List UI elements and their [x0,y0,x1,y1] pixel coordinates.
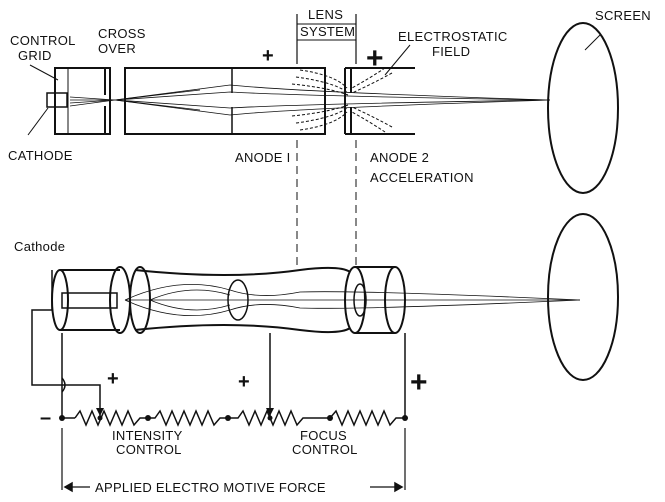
focus-resistor [228,409,330,427]
cross-over-label: CROSS [98,26,146,41]
applied-emf-label: APPLIED ELECTRO MOTIVE FORCE [95,480,326,495]
plus-focus-tap: + [238,371,250,393]
anode-1-cylinder [124,67,326,135]
focus-control-label: FOCUS [300,428,347,443]
supply-circuit [31,270,406,493]
cathode-element [46,92,68,108]
labels: CONTROL GRID CROSS OVER LENS SYSTEM ELEC… [8,7,651,495]
cathode-top-label: CATHODE [8,148,73,163]
screen-top [547,22,619,194]
electron-beam-top [69,84,551,116]
lens-system-label-2: SYSTEM [300,24,355,39]
plus-anode-1: + [262,45,274,67]
anode-2-label: ANODE 2 [370,150,429,165]
screen-label: SCREEN [595,8,651,23]
screen-bottom [547,213,619,381]
minus-supply: – [40,407,51,429]
cathode-bottom-label: Cathode [14,239,65,254]
intensity-resistor [74,409,148,427]
plus-grid-bias: + [107,368,119,390]
plus-anode-2: + [366,42,384,75]
anode-2-cylinder [344,67,415,135]
cross-over-label-2: OVER [98,41,136,56]
electrostatic-field-label: ELECTROSTATIC [398,29,508,44]
anode-1-label: ANODE I [235,150,291,165]
cathode-cylinder [51,266,131,334]
lens-system-bracket [296,14,357,268]
acceleration-label: ACCELERATION [370,170,474,185]
lens-system-label: LENS [308,7,343,22]
focus-control-label-2: CONTROL [292,442,358,457]
control-grid-label-2: GRID [18,48,52,63]
bottom-pictorial-view [51,213,619,381]
electrostatic-field-lines [291,67,393,133]
plus-supply: + [410,366,428,399]
control-grid-label: CONTROL [10,33,76,48]
electron-beam-bottom [124,283,581,317]
resistor-taps [59,408,408,421]
electrostatic-field-label-2: FIELD [432,44,470,59]
intensity-control-label: INTENSITY [112,428,183,443]
intensity-control-label-2: CONTROL [116,442,182,457]
top-cross-section [27,22,619,194]
